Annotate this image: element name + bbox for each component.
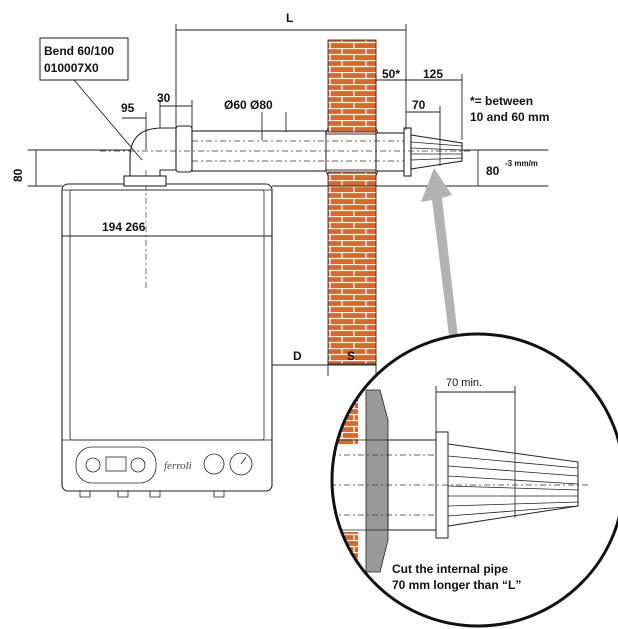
diameters-label: Ø60 Ø80 — [224, 98, 273, 112]
control-knob-left — [85, 457, 101, 473]
bend-elbow-outer — [129, 127, 182, 184]
flue-pipe-wall-section — [325, 133, 377, 171]
terminal-cone — [410, 134, 463, 170]
detail-view: 70 min. Cut the internal pipe 70 mm long… — [330, 332, 618, 628]
bend-callout-line-1: Bend 60/100 — [44, 44, 114, 58]
bend-flange — [123, 175, 167, 187]
dim-D-line — [272, 358, 329, 376]
wall — [322, 39, 382, 365]
slope-label: -3 mm/m — [505, 159, 538, 168]
dim-L-label: L — [286, 11, 293, 25]
dim-194-266-line — [61, 230, 273, 242]
bend-collar — [175, 125, 193, 173]
dim-50-line — [375, 74, 406, 128]
cut-note-line-2: 70 mm longer than “L” — [392, 578, 521, 592]
note-line-2: 10 and 60 mm — [470, 110, 549, 124]
dim-70-min-label: 70 min. — [446, 377, 482, 389]
dim-194-266-label: 194 266 — [102, 220, 146, 234]
bend-callout-box — [39, 37, 129, 81]
bend-callout-leader — [73, 79, 143, 161]
bend-callout-line-2: 010007X0 — [44, 61, 99, 75]
zoom-arrow — [421, 168, 462, 376]
control-panel — [75, 446, 157, 484]
detail-seal — [365, 389, 389, 573]
temperature-gauge — [229, 452, 253, 476]
detail-brick-lower — [332, 532, 358, 592]
dim-70-line — [406, 106, 441, 138]
flue-pipe — [100, 125, 470, 187]
pressure-gauge — [203, 453, 225, 475]
dim-80-right-label: 80 — [486, 164, 500, 178]
flue-pipe-outer-ext — [375, 132, 407, 172]
dim-D-label: D — [293, 349, 302, 363]
note-line-1: *= between — [470, 94, 533, 108]
terminal-flange — [403, 127, 412, 177]
dimensions: L 95 30 Ø60 Ø80 50* 125 70 *= between 10… — [11, 11, 549, 376]
boiler: ferroli — [61, 170, 273, 498]
dim-95-line — [122, 112, 147, 150]
control-knob-right — [130, 457, 146, 473]
boiler-display — [105, 456, 127, 472]
dim-95-label: 95 — [121, 101, 135, 115]
dim-125-line — [406, 74, 463, 140]
dim-S-label: S — [347, 349, 355, 363]
dim-50-label: 50* — [382, 67, 400, 81]
terminal-fins — [410, 138, 463, 166]
dim-30-label: 30 — [157, 91, 171, 105]
dim-S-line — [328, 358, 377, 376]
dim-80-right-line — [272, 149, 548, 187]
dim-125-label: 125 — [423, 67, 443, 81]
wall-upper — [327, 39, 377, 133]
boiler-body — [61, 183, 273, 492]
dim-30-line — [159, 100, 193, 128]
gauge-needle — [240, 456, 247, 465]
dim-80-left-label: 80 — [11, 168, 25, 182]
dim-70-label: 70 — [412, 98, 426, 112]
wall-lower — [327, 171, 377, 365]
dim-70-min-line — [435, 386, 516, 452]
boiler-fittings — [79, 491, 225, 498]
dim-80-left-line — [28, 149, 130, 187]
boiler-logo: ferroli — [164, 460, 192, 472]
cut-note-line-1: Cut the internal pipe — [392, 562, 508, 576]
detail-circle-border — [330, 332, 618, 628]
detail-terminal-fins — [447, 452, 579, 518]
